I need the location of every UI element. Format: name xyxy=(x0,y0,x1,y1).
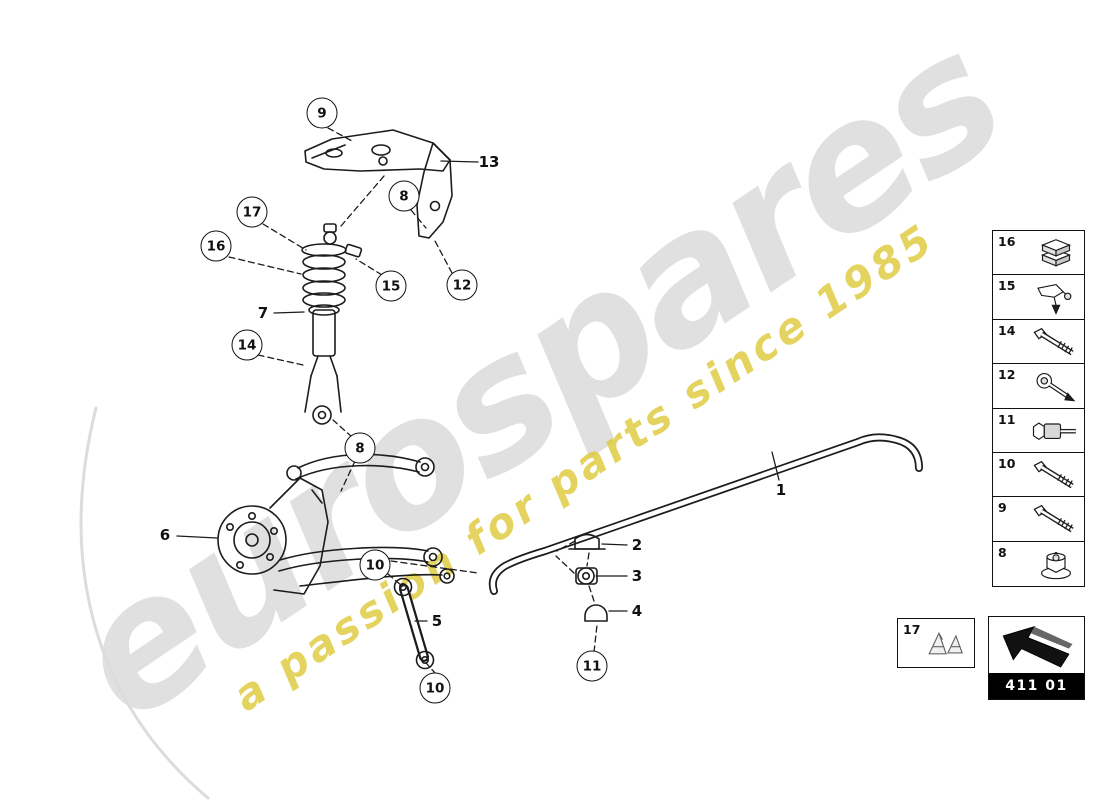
retaining-clip-icon xyxy=(922,627,972,665)
callout-16[interactable]: 16 xyxy=(200,230,232,262)
callout-10[interactable]: 10 xyxy=(419,672,451,704)
leader-lines xyxy=(176,160,780,622)
fastener-number: 15 xyxy=(998,278,1016,294)
fastener-item-16[interactable]: 16 xyxy=(992,230,1085,276)
callout-12[interactable]: 12 xyxy=(446,269,478,301)
nav-arrow-icon[interactable] xyxy=(989,617,1084,673)
callout-8[interactable]: 8 xyxy=(388,180,420,212)
fastener-item-14[interactable]: 14 xyxy=(992,318,1085,367)
watermark-swoosh xyxy=(79,406,210,800)
fastener-number: 9 xyxy=(998,500,1007,516)
legend-item-17[interactable]: 17 xyxy=(897,618,975,668)
part-label-1[interactable]: 1 xyxy=(775,481,787,499)
wheel-carrier xyxy=(217,453,455,595)
top-mount-bracket xyxy=(304,129,453,239)
stabilizer-link xyxy=(393,577,435,670)
clip-bolt-icon xyxy=(1029,280,1083,322)
fastener-item-9[interactable]: 9 xyxy=(992,496,1085,544)
part-label-7[interactable]: 7 xyxy=(257,304,269,322)
long-bolt-icon xyxy=(1029,325,1083,367)
callout-14[interactable]: 14 xyxy=(231,329,263,361)
bar-clamp-parts xyxy=(568,533,608,622)
callout-9[interactable]: 9 xyxy=(306,97,338,129)
callout-15[interactable]: 15 xyxy=(375,270,407,302)
long-bolt-icon xyxy=(1029,502,1083,544)
fastener-item-15[interactable]: 15 xyxy=(992,274,1085,322)
part-label-2[interactable]: 2 xyxy=(631,536,643,554)
part-label-5[interactable]: 5 xyxy=(431,612,443,630)
callout-10[interactable]: 10 xyxy=(359,549,391,581)
fastener-number: 8 xyxy=(998,544,1007,560)
flange-nut-icon xyxy=(1029,547,1083,589)
part-label-13[interactable]: 13 xyxy=(478,153,500,171)
bolt-bushing-icon xyxy=(1029,414,1083,456)
assembly-dashes xyxy=(228,127,598,675)
fastener-number: 14 xyxy=(998,322,1016,338)
diagram-code: 411 01 xyxy=(989,673,1084,699)
diagram-code-box[interactable]: 411 01 xyxy=(988,616,1085,700)
legend-number: 17 xyxy=(903,622,921,637)
fastener-number: 11 xyxy=(998,411,1016,427)
fastener-item-8[interactable]: 8 xyxy=(992,540,1085,589)
fastener-number: 10 xyxy=(998,456,1016,472)
shock-absorber xyxy=(301,223,363,425)
fastener-item-10[interactable]: 10 xyxy=(992,452,1085,500)
part-label-4[interactable]: 4 xyxy=(631,602,643,620)
callout-17[interactable]: 17 xyxy=(236,196,268,228)
part-label-3[interactable]: 3 xyxy=(631,567,643,585)
callout-8[interactable]: 8 xyxy=(344,432,376,464)
screw-washer-icon xyxy=(1029,369,1083,411)
fastener-item-11[interactable]: 11 xyxy=(992,407,1085,456)
part-label-6[interactable]: 6 xyxy=(159,526,171,544)
long-bolt-icon xyxy=(1029,458,1083,500)
fastener-number: 12 xyxy=(998,367,1016,383)
fastener-sidebar: 16 15 14 12 11 10 9 8 xyxy=(992,230,1085,587)
callout-11[interactable]: 11 xyxy=(576,650,608,682)
fastener-number: 16 xyxy=(998,234,1016,249)
square-nut-stack-icon xyxy=(1029,236,1083,278)
fastener-item-12[interactable]: 12 xyxy=(992,363,1085,411)
anti-roll-bar xyxy=(488,433,923,595)
